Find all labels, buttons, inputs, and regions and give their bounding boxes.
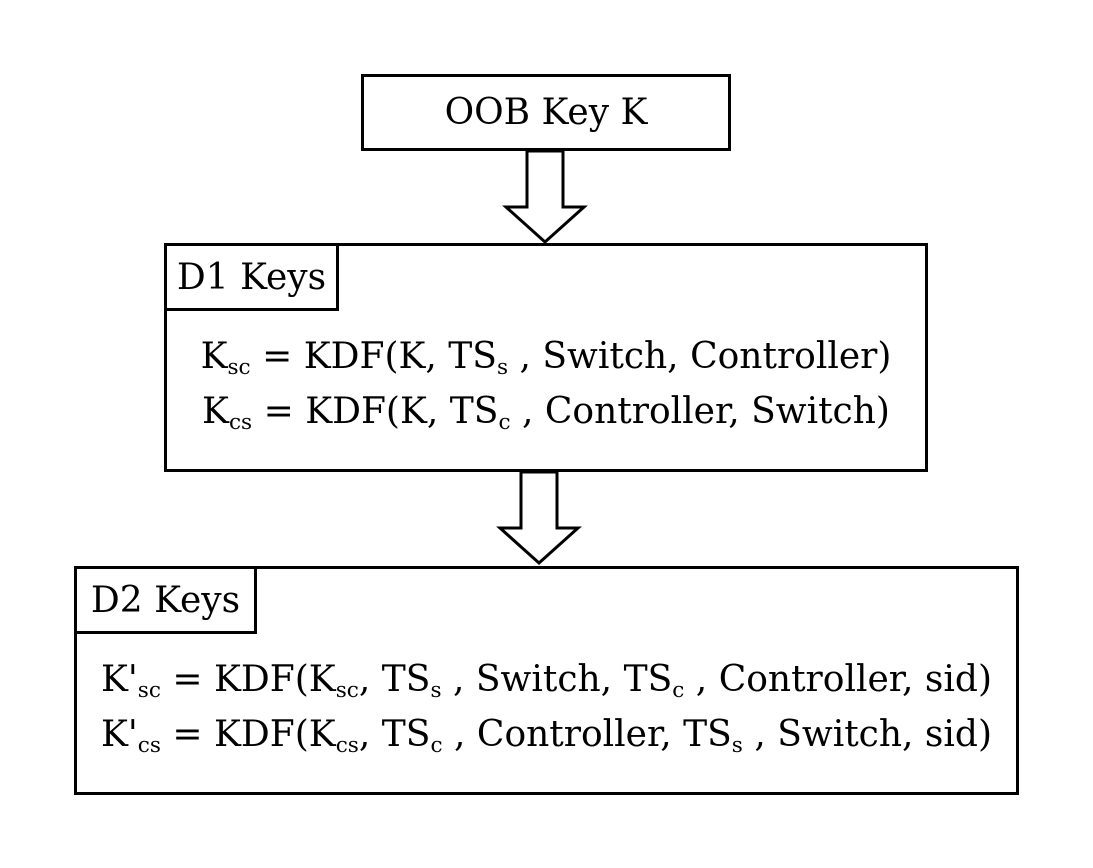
d2-equation-kprime-cs: K'cs = KDF(Kcs, TSc , Controller, TSs , …	[100, 714, 992, 759]
d1-equation-ksc: Ksc = KDF(K, TSs , Switch, Controller)	[200, 336, 892, 381]
d2-keys-tag: D2 Keys	[74, 566, 257, 634]
down-arrow-icon	[502, 149, 588, 245]
d1-keys-tag: D1 Keys	[164, 243, 339, 311]
oob-key-label: OOB Key K	[444, 92, 648, 133]
oob-key-box: OOB Key K	[361, 74, 731, 151]
d1-equation-kcs: Kcs = KDF(K, TSc , Controller, Switch)	[202, 391, 890, 436]
down-arrow-icon	[496, 470, 582, 566]
d2-equation-kprime-sc: K'sc = KDF(Ksc, TSs , Switch, TSc , Cont…	[100, 659, 992, 704]
d1-keys-label: D1 Keys	[176, 256, 327, 298]
d2-keys-box: D2 Keys K'sc = KDF(Ksc, TSs , Switch, TS…	[74, 566, 1019, 795]
d2-keys-label: D2 Keys	[90, 579, 241, 621]
d1-keys-box: D1 Keys Ksc = KDF(K, TSs , Switch, Contr…	[164, 243, 928, 472]
